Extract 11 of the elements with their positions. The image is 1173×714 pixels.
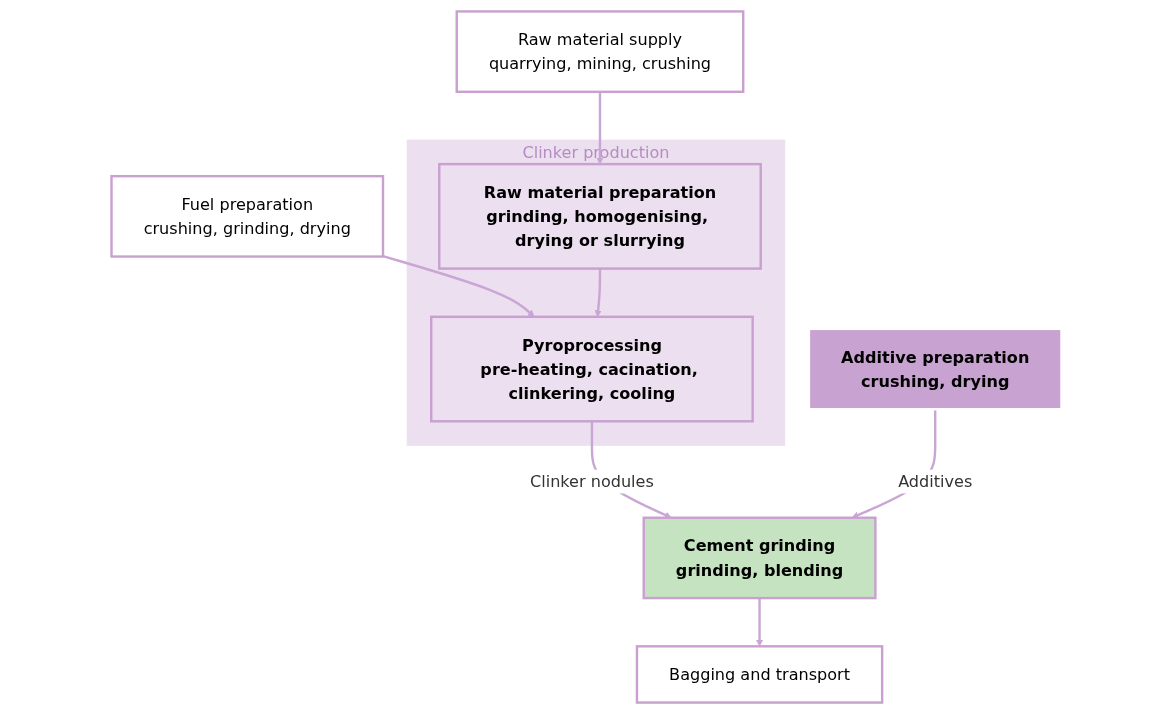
- arrow: [596, 91, 604, 165]
- edge-label: Clinker nodules: [530, 471, 654, 492]
- node-box: Bagging and transport: [635, 645, 884, 704]
- arrow: [756, 598, 764, 647]
- node-box: Cement grinding grinding, blending: [642, 516, 877, 600]
- node-box: Fuel preparation crushing, grinding, drying: [110, 174, 385, 258]
- node-box: Pyroprocessing pre-heating, cacination, clinkering, cooling: [430, 315, 754, 423]
- edge-label: Additives: [898, 471, 973, 492]
- node-box: Raw material preparation grinding, homogenising, drying or slurrying: [438, 162, 762, 270]
- node-box: Additive preparation crushing, drying: [807, 327, 1063, 411]
- node-box: Raw material supply quarrying, mining, crushing: [455, 10, 745, 93]
